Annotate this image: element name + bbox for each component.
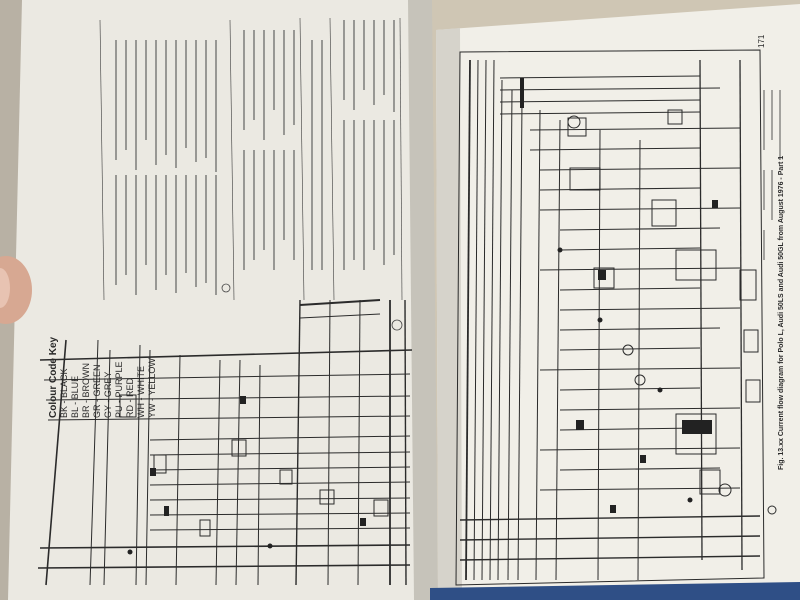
right-dark-marks [520, 78, 718, 513]
thumb [0, 256, 32, 324]
thumbnail-nail [0, 268, 10, 308]
right-page [436, 4, 800, 600]
color-key-entry: PU - PURPLE [114, 361, 124, 418]
left-page-gutter-shadow [408, 0, 438, 600]
right-margin-legend [763, 90, 781, 260]
figure-caption: Fig. 13.xx Current flow diagram for Polo… [778, 155, 785, 470]
color-key-entry: YW - YELLOW [147, 358, 157, 418]
left-page [8, 0, 432, 600]
color-key-entry: WH - WHITE [136, 366, 146, 418]
color-key-entry: GY - GREY [103, 371, 113, 418]
right-diagram-frame [455, 49, 765, 586]
left-small-circles [221, 283, 403, 331]
right-page-gutter-shadow [436, 28, 462, 600]
color-key-entry: GR - GREEN [92, 364, 102, 418]
left-wiring-schematic [37, 299, 413, 586]
left-legend-table [99, 17, 403, 301]
color-key-entry: BL - BLUE [70, 375, 80, 418]
book-cover-edge [430, 582, 800, 600]
color-key-entry: RD - RED [125, 378, 135, 418]
left-schematic-dark-marks [127, 396, 366, 555]
right-horizontal-wires [459, 75, 761, 561]
color-code-key: Colour Code Key BK - BLACK BL - BLUE BR … [48, 337, 158, 418]
right-bus-lines [465, 59, 743, 581]
color-key-entry: BK - BLACK [59, 368, 69, 418]
color-key-title: Colour Code Key [48, 336, 59, 418]
color-key-entry: BR - BROWN [81, 363, 91, 418]
left-legend-text [115, 20, 395, 295]
right-components [567, 109, 777, 515]
page-number: 171 [757, 34, 766, 48]
